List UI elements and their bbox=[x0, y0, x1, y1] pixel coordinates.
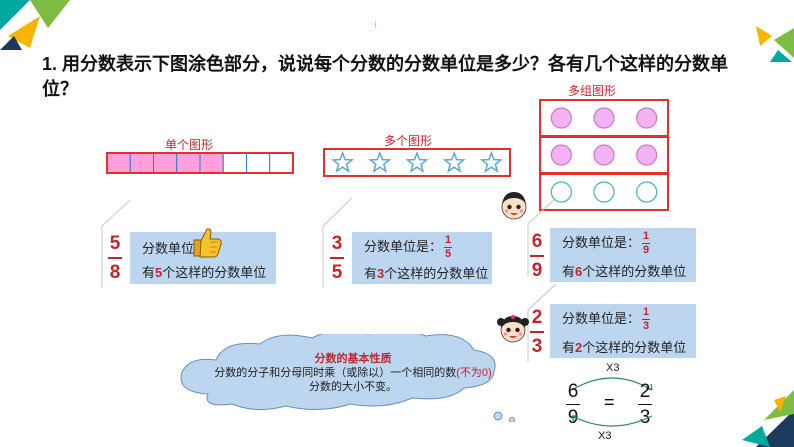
cartoon-boy-icon bbox=[501, 192, 527, 220]
star-icon bbox=[368, 150, 392, 173]
cloud-title: 分数的基本性质 bbox=[314, 353, 392, 365]
pre: 有 bbox=[562, 340, 576, 355]
op-bottom: X3 bbox=[598, 430, 612, 442]
pre: 有 bbox=[364, 266, 378, 281]
panel-5-8: 5 8 分数单位是 有5个这样的分数单位 bbox=[106, 228, 276, 286]
unit-label: 分数单位是： bbox=[562, 234, 641, 250]
numerator: 6 bbox=[531, 231, 543, 252]
group-circle-shaded bbox=[593, 144, 615, 166]
denominator: 5 bbox=[331, 262, 343, 283]
fraction-5-8: 5 8 bbox=[108, 234, 122, 282]
denominator: 9 bbox=[531, 260, 543, 281]
numerator: 2 bbox=[639, 381, 651, 402]
group-circle-empty bbox=[550, 181, 572, 203]
group-circle-shaded bbox=[636, 144, 658, 166]
corner-decoration-bottom-right bbox=[742, 390, 794, 447]
question-text: 1. 用分数表示下图涂色部分，说说每个分数的分数单位是多少？各有几个这样的分数单… bbox=[42, 52, 742, 102]
post: 个这样的分数单位 bbox=[582, 340, 687, 355]
denominator: 3 bbox=[639, 407, 651, 428]
pre: 有 bbox=[142, 265, 156, 280]
cloud-shape bbox=[180, 334, 515, 422]
thumbs-up-icon bbox=[193, 228, 222, 258]
denominator: 3 bbox=[531, 336, 543, 357]
fraction-3-5: 3 5 bbox=[330, 234, 344, 282]
numerator: 3 bbox=[331, 233, 343, 254]
numerator: 6 bbox=[567, 381, 579, 402]
equals-sign: = bbox=[604, 392, 615, 412]
post: 个这样的分数单位 bbox=[384, 266, 489, 281]
star-icon bbox=[479, 150, 503, 173]
count: 3 bbox=[377, 266, 385, 281]
post: 个这样的分数单位 bbox=[582, 264, 687, 279]
group-circle-shaded bbox=[593, 107, 615, 129]
arc-bottom-arrow bbox=[571, 415, 653, 427]
count: 5 bbox=[155, 265, 163, 280]
group-circle-shaded bbox=[550, 107, 572, 129]
corner-decoration-top-left bbox=[0, 0, 70, 50]
unit-label: 分数单位是： bbox=[364, 238, 443, 254]
count: 6 bbox=[575, 264, 583, 279]
bar-border bbox=[106, 152, 294, 174]
cloud-text-block: 分数的基本性质 分数的分子和分母同时乘（或除以）一个相同的数(不为0) 分数的大… bbox=[168, 334, 538, 422]
star-icon bbox=[405, 150, 429, 173]
cloud-line-1-note: (不为0) bbox=[456, 367, 492, 379]
pre: 有 bbox=[562, 264, 576, 279]
fraction-6-9: 6 9 bbox=[530, 232, 544, 280]
equation: X3 6 9 = 2 3 X3 bbox=[560, 362, 666, 446]
label-single-shape: 单个图形 bbox=[165, 138, 214, 152]
cloud-line-1-text: 分数的分子和分母同时乘（或除以）一个相同的数 bbox=[214, 367, 457, 379]
denominator: 8 bbox=[109, 262, 121, 283]
unit-label: 分数单位是： bbox=[562, 310, 641, 326]
top-marker: ⁝ bbox=[374, 20, 378, 31]
group-circle-shaded bbox=[550, 144, 572, 166]
numerator: 5 bbox=[109, 233, 121, 254]
cartoon-girl-icon bbox=[497, 315, 529, 343]
multiple-stars-box bbox=[323, 148, 511, 177]
label-multiple-shapes: 多个图形 bbox=[384, 134, 433, 148]
group-circle-empty bbox=[636, 181, 658, 203]
group-circle-empty bbox=[593, 181, 615, 203]
fraction-2-3: 2 3 bbox=[530, 308, 544, 356]
star-icon bbox=[442, 150, 466, 173]
cloud-line-1: 分数的分子和分母同时乘（或除以）一个相同的数(不为0) bbox=[168, 364, 538, 380]
star-icon bbox=[331, 150, 355, 173]
question-body: 用分数表示下图涂色部分，说说每个分数的分数单位是多少？各有几个这样的分数单位？ bbox=[42, 54, 729, 99]
numerator: 2 bbox=[531, 307, 543, 328]
op-top: X3 bbox=[606, 362, 620, 374]
corner-decoration-top-right bbox=[756, 26, 794, 62]
arc-top-arrow bbox=[571, 377, 653, 391]
equation-right-fraction: 2 3 bbox=[638, 382, 652, 427]
label-group-shapes: 多组图形 bbox=[568, 84, 617, 98]
group-circles-box bbox=[539, 99, 669, 211]
cloud-line-2: 分数的大小不变。 bbox=[309, 381, 397, 393]
single-shape-bar bbox=[106, 152, 294, 174]
group-circle-shaded bbox=[636, 107, 658, 129]
question-number: 1. bbox=[42, 54, 58, 74]
unit-label: 分数单位是 bbox=[142, 241, 208, 256]
post: 个这样的分数单位 bbox=[162, 265, 267, 280]
count: 2 bbox=[575, 340, 583, 355]
